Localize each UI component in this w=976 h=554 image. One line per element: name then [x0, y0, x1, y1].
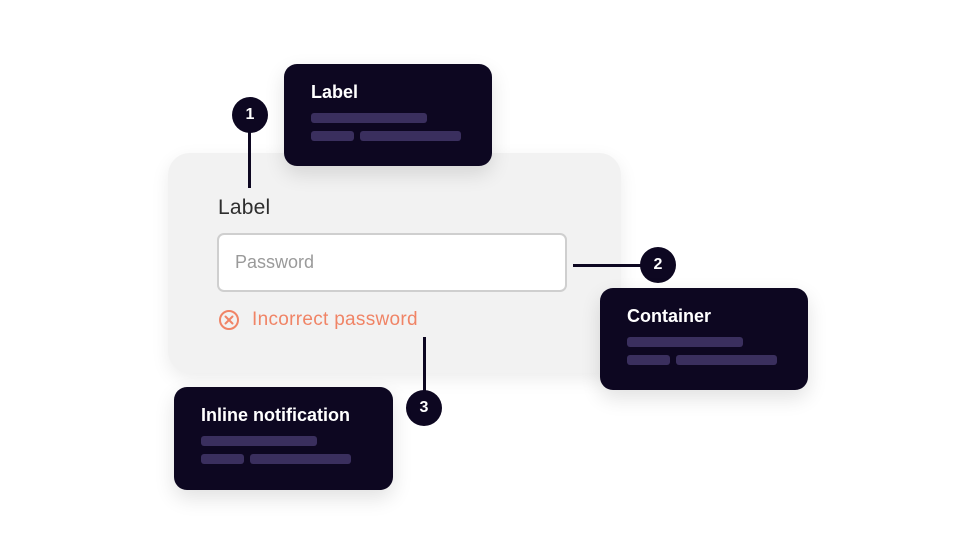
placeholder-bar	[201, 436, 317, 446]
placeholder-bar	[627, 337, 743, 347]
connector-line-3	[423, 337, 426, 393]
password-input[interactable]	[217, 233, 567, 292]
error-message: Incorrect password	[252, 309, 418, 330]
callout-inline-notification: Inline notification	[174, 387, 393, 490]
placeholder-bar	[676, 355, 777, 365]
callout-container-title: Container	[627, 306, 712, 326]
placeholder-bar	[311, 113, 427, 123]
field-label: Label	[218, 196, 271, 219]
callout-label: Label	[284, 64, 492, 166]
badge-3: 3	[406, 390, 442, 426]
inline-error: Incorrect password	[218, 308, 418, 332]
callout-container: Container	[600, 288, 808, 390]
badge-2: 2	[640, 247, 676, 283]
circle-x-icon	[219, 310, 239, 330]
placeholder-bar	[311, 131, 354, 141]
placeholder-bar	[250, 454, 351, 464]
placeholder-bar	[360, 131, 461, 141]
connector-line-1	[248, 132, 251, 188]
connector-line-2	[573, 264, 643, 267]
callout-label-title: Label	[311, 82, 359, 102]
callout-inline-notification-title: Inline notification	[201, 405, 350, 425]
placeholder-bar	[627, 355, 670, 365]
badge-1: 1	[232, 97, 268, 133]
placeholder-bar	[201, 454, 244, 464]
